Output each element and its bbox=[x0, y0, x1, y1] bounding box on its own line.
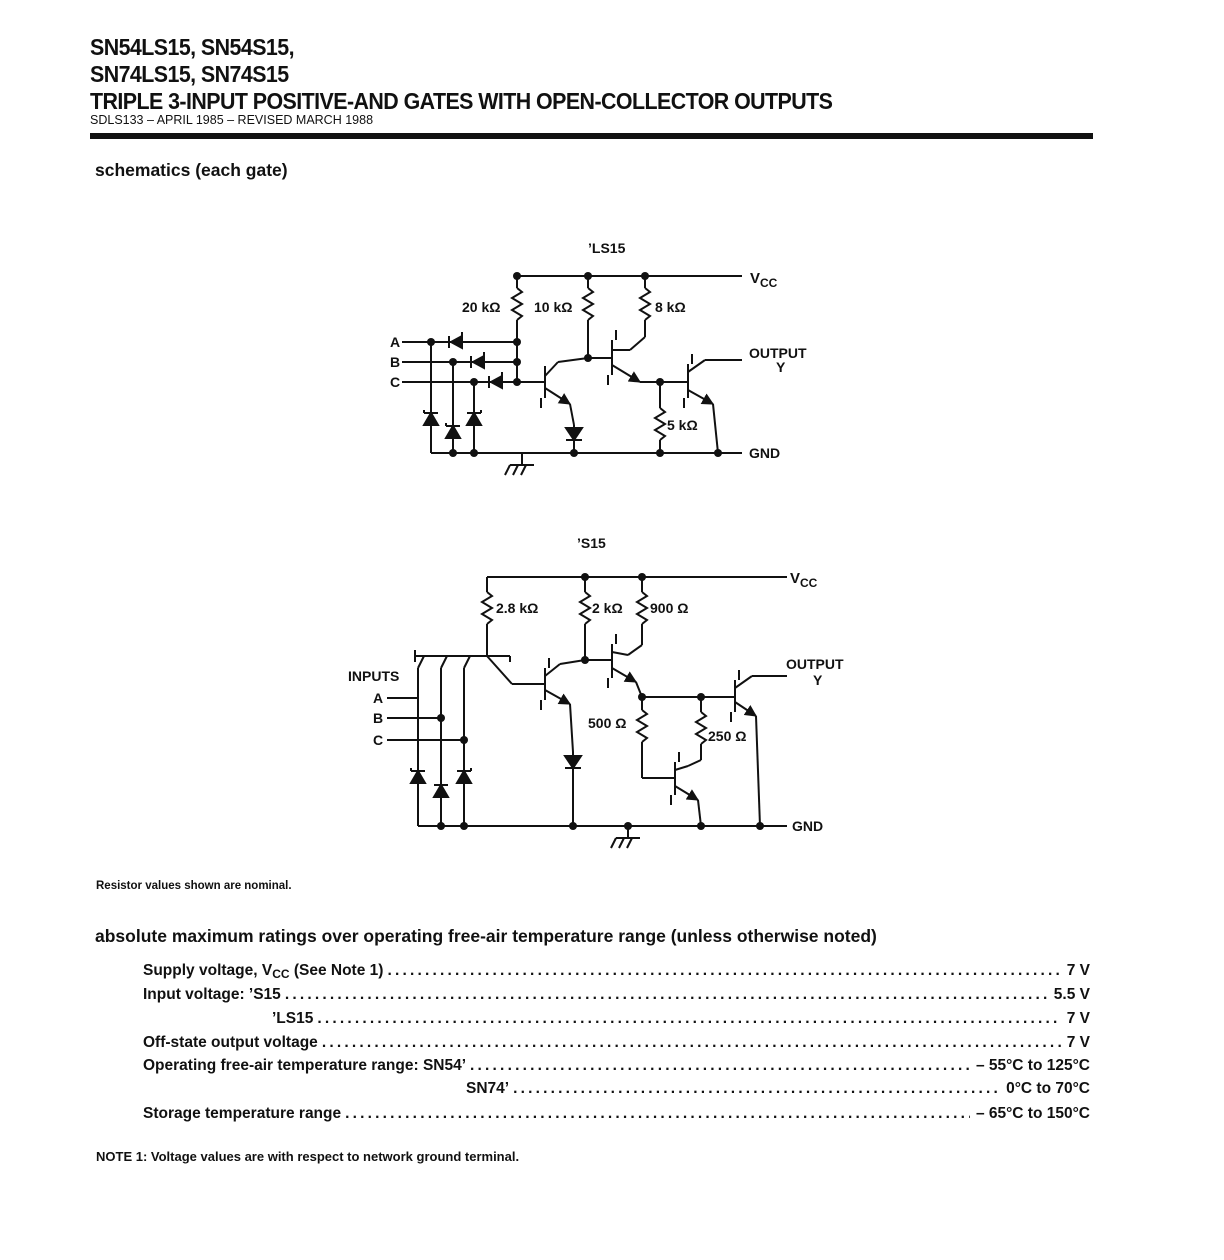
page-header: SN54LS15, SN54S15, SN74LS15, SN74S15 TRI… bbox=[90, 34, 888, 127]
ls15-input-a: A bbox=[390, 334, 400, 350]
ls15-output-label: OUTPUT bbox=[749, 345, 807, 361]
s15-input-b: B bbox=[373, 710, 383, 726]
s15-gnd-label: GND bbox=[792, 818, 823, 834]
s15-input-c: C bbox=[373, 732, 383, 748]
rating-value: 7 V bbox=[1066, 962, 1090, 979]
rating-value: 0°C to 70°C bbox=[1006, 1080, 1090, 1097]
s15-output-label: OUTPUT bbox=[786, 656, 844, 672]
s15-r2-label: 2 kΩ bbox=[592, 600, 623, 616]
s15-output-y: Y bbox=[813, 672, 823, 688]
ls15-r4-label: 5 kΩ bbox=[667, 417, 698, 433]
ls15-output-y: Y bbox=[776, 359, 786, 375]
note-1: NOTE 1: Voltage values are with respect … bbox=[96, 1149, 520, 1164]
resistor-footnote: Resistor values shown are nominal. bbox=[96, 880, 292, 892]
s15-input-a: A bbox=[373, 690, 383, 706]
rating-row-operating-temp-sn74: SN74’ ..................................… bbox=[466, 1080, 1090, 1097]
s15-inputs-label: INPUTS bbox=[348, 668, 399, 684]
rating-row-supply-voltage: Supply voltage, VCC (See Note 1) .......… bbox=[143, 962, 1090, 981]
ls15-gnd-label: GND bbox=[749, 445, 780, 461]
title-line-3: TRIPLE 3-INPUT POSITIVE-AND GATES WITH O… bbox=[90, 88, 833, 114]
document-id: SDLS133 – APRIL 1985 – REVISED MARCH 198… bbox=[90, 113, 374, 127]
ls15-title: ’LS15 bbox=[588, 240, 626, 256]
rating-value: 5.5 V bbox=[1053, 986, 1090, 1003]
s15-r3-label: 900 Ω bbox=[650, 600, 688, 616]
rating-row-input-voltage-ls15: ’LS15 ..................................… bbox=[272, 1010, 1090, 1027]
title-line-2: SN74LS15, SN74S15 bbox=[90, 61, 289, 87]
s15-title: ’S15 bbox=[577, 535, 606, 551]
ls15-input-b: B bbox=[390, 354, 400, 370]
rating-row-storage-temp: Storage temperature range ..............… bbox=[143, 1105, 1090, 1122]
schematics-heading: schematics (each gate) bbox=[95, 160, 288, 180]
s15-r4-label: 500 Ω bbox=[588, 715, 626, 731]
s15-r1-label: 2.8 kΩ bbox=[496, 600, 538, 616]
ls15-r1-label: 20 kΩ bbox=[462, 299, 500, 315]
ls15-r2-label: 10 kΩ bbox=[534, 299, 572, 315]
s15-schematic bbox=[387, 576, 787, 849]
ls15-r3-label: 8 kΩ bbox=[655, 299, 686, 315]
s15-vcc-label: VCC bbox=[790, 570, 818, 590]
rating-row-operating-temp-sn54: Operating free-air temperature range: SN… bbox=[143, 1057, 1090, 1074]
header-rule bbox=[90, 133, 1093, 139]
ratings-heading: absolute maximum ratings over operating … bbox=[95, 926, 877, 946]
rating-value: 7 V bbox=[1066, 1034, 1090, 1051]
ls15-schematic bbox=[402, 275, 742, 476]
rating-value: 7 V bbox=[1066, 1010, 1090, 1027]
ls15-input-c: C bbox=[390, 374, 400, 390]
s15-r5-label: 250 Ω bbox=[708, 728, 746, 744]
rating-value: – 55°C to 125°C bbox=[975, 1057, 1090, 1074]
ls15-junctions bbox=[427, 272, 722, 457]
s15-junctions bbox=[437, 573, 764, 830]
rating-row-off-state-output-voltage: Off-state output voltage ...............… bbox=[143, 1034, 1090, 1051]
title-line-1: SN54LS15, SN54S15, bbox=[90, 34, 295, 60]
ls15-vcc-label: VCC bbox=[750, 270, 778, 290]
rating-value: – 65°C to 150°C bbox=[975, 1105, 1090, 1122]
rating-row-input-voltage-s15: Input voltage: ’S15 ....................… bbox=[143, 986, 1090, 1003]
